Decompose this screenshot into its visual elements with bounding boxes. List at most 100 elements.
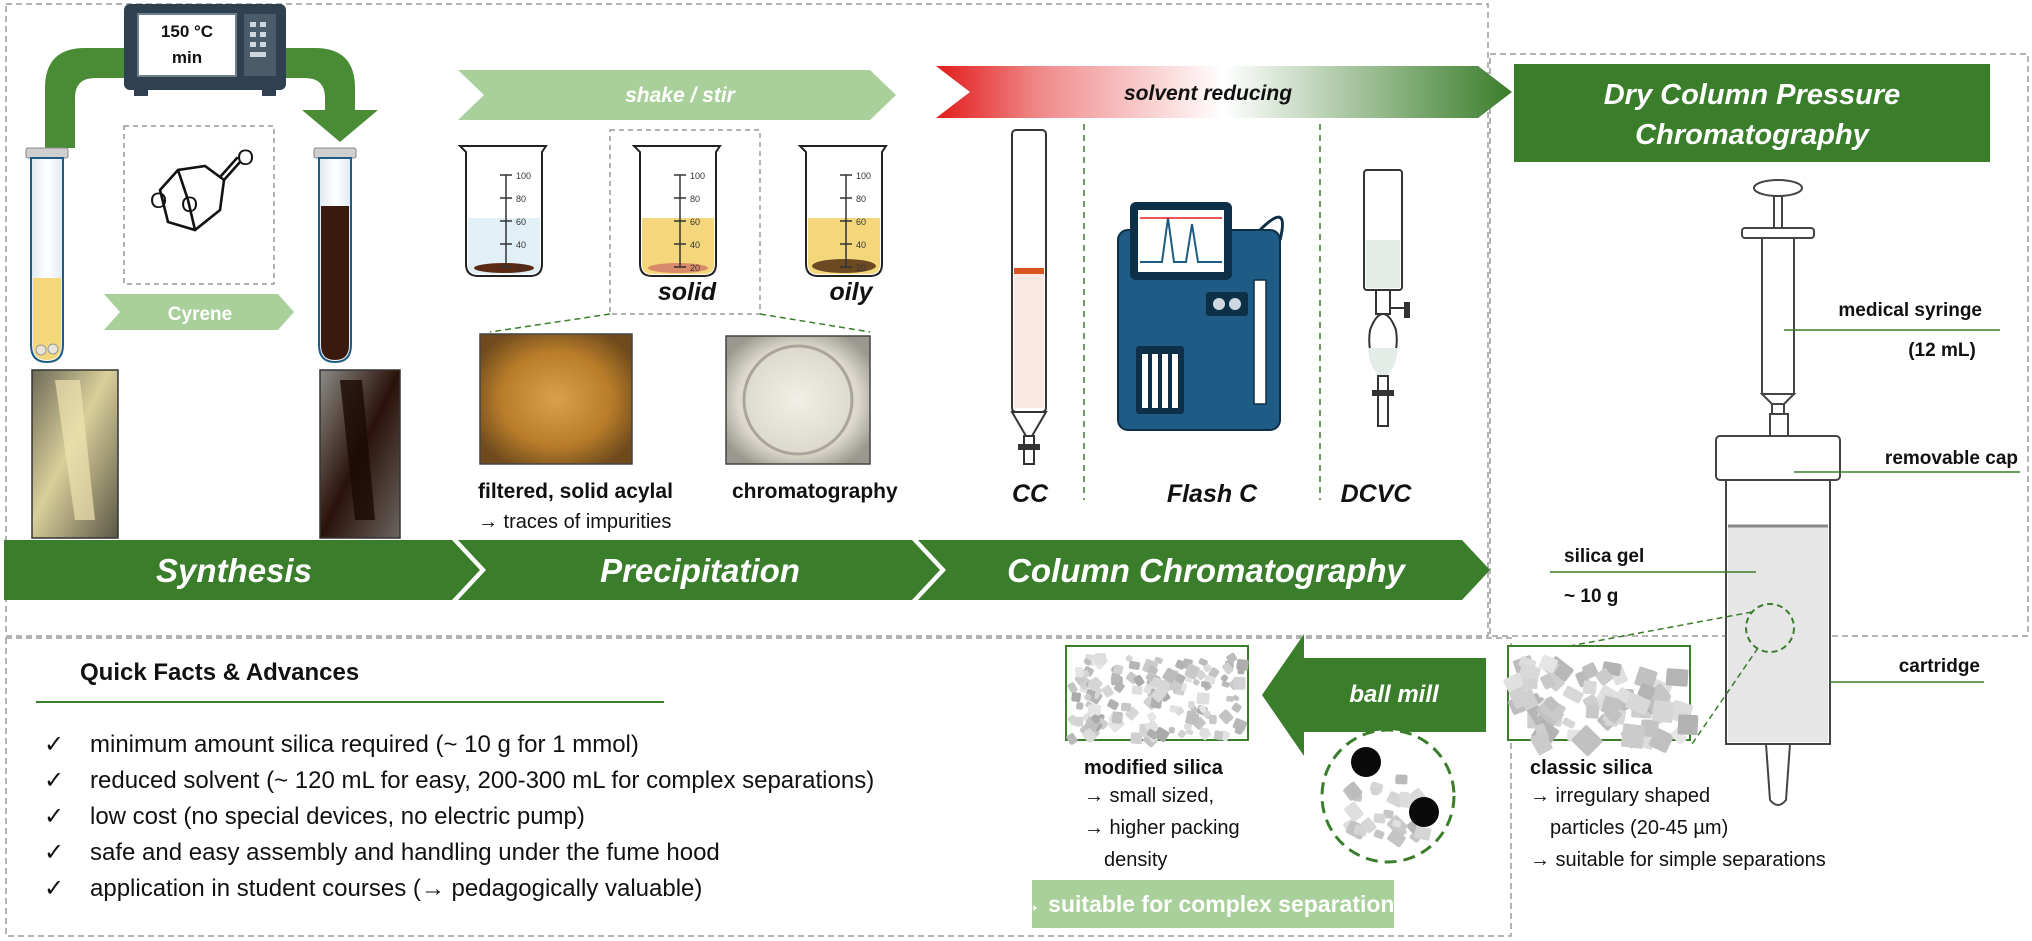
silica-particle: [1111, 711, 1124, 724]
chromatography-label: chromatography: [732, 480, 898, 503]
silica-amount: ~ 10 g: [1564, 586, 1618, 607]
silica-particle: [1232, 694, 1240, 702]
silica-particle: [1201, 681, 1210, 688]
silica-particle: [1562, 717, 1576, 729]
silica-particle: [1188, 701, 1195, 709]
syringe-volume: (12 mL): [1908, 340, 1976, 361]
classic-line-1: → irregulary shaped: [1530, 785, 1710, 807]
cyrene-structure: [158, 156, 242, 232]
silica-particle: [1174, 673, 1186, 684]
photo-dish-rim: [742, 344, 854, 456]
silica-particle: [1184, 723, 1192, 730]
beaker-tick-label: 40: [856, 240, 866, 250]
shake-stir-arrow: [458, 70, 896, 120]
silica-particle: [1625, 692, 1651, 715]
silica-particle: [1177, 729, 1186, 739]
cap-label: removable cap: [1885, 448, 2018, 469]
beaker-tick-label: 60: [690, 217, 700, 227]
cyrene-label: Cyrene: [168, 304, 232, 325]
carbonyl-oxygen: O: [237, 145, 254, 170]
modified-line-3: density: [1104, 849, 1167, 871]
solid-highlight-box: [609, 129, 761, 315]
ring-oxygen-2: O: [181, 192, 198, 217]
silica-particle: [1151, 686, 1167, 703]
oily-label: oily: [829, 278, 873, 306]
fact-item: minimum amount silica required (~ 10 g f…: [90, 731, 639, 758]
silica-particle: [1360, 817, 1377, 834]
flash-system-icon: [1117, 202, 1284, 431]
beaker-tick-label: 80: [690, 194, 700, 204]
silica-particle: [1195, 669, 1206, 681]
complex-separations-box: [1032, 880, 1394, 928]
silica-particle: [1677, 714, 1699, 736]
silica-particle: [1670, 727, 1687, 745]
fact-item: low cost (no special devices, no electri…: [90, 803, 585, 830]
silica-label: silica gel: [1564, 546, 1644, 567]
syringe-label: medical syringe: [1838, 300, 1982, 321]
fact-check-icon: ✓: [44, 730, 64, 758]
beaker-tick-label: 20: [856, 263, 866, 273]
silica-particle: [1075, 669, 1084, 678]
silica-particle: [1234, 725, 1244, 735]
silica-particle: [1101, 685, 1114, 698]
silica-particle: [1540, 673, 1555, 690]
cc-label: CC: [1012, 480, 1049, 508]
cartridge-icon: [1715, 413, 1841, 806]
test-tube-dark: [313, 147, 357, 364]
silica-particle: [1601, 695, 1621, 716]
silica-particle: [1074, 716, 1084, 727]
fact-check-icon: ✓: [44, 766, 64, 794]
modified-line-2: → higher packing: [1084, 817, 1240, 839]
silica-particle: [1562, 685, 1584, 704]
fact-item: safe and easy assembly and handling unde…: [90, 839, 720, 866]
silica-particle: [1665, 668, 1689, 687]
syringe-icon: [1741, 179, 1815, 417]
modified-line-1: → small sized,: [1084, 785, 1214, 807]
silica-particle: [1185, 728, 1194, 736]
fact-check-icon: ✓: [44, 838, 64, 866]
silica-particle: [1582, 662, 1599, 680]
silica-particle: [1530, 731, 1553, 756]
silica-particle: [1395, 774, 1408, 785]
beaker-tick-label: 80: [856, 194, 866, 204]
silica-particle: [1237, 666, 1245, 675]
filtered-title: filtered, solid acylal: [478, 480, 673, 503]
beaker-solid: [631, 145, 722, 277]
silica-particle: [1198, 658, 1208, 667]
silica-particle: [1220, 674, 1229, 682]
classic-silica-title: classic silica: [1530, 757, 1653, 779]
test-tube-yellow: [25, 147, 69, 364]
cyrene-tag: [104, 294, 294, 330]
silica-particle: [1185, 711, 1200, 726]
silica-particle: [1231, 702, 1242, 713]
beaker-tick-label: 60: [856, 217, 866, 227]
solid-label: solid: [658, 278, 717, 306]
photo-solid-acylal: [479, 333, 633, 465]
silica-particle: [1066, 732, 1078, 745]
silica-particle: [1226, 652, 1237, 664]
microwave-icon: [124, 4, 286, 96]
silica-particle: [1153, 726, 1170, 743]
silica-particle: [1213, 730, 1224, 741]
shake-stir-label: shake / stir: [625, 84, 737, 107]
dcvc-icon: [1363, 169, 1410, 427]
silica-particle: [1198, 704, 1207, 713]
silica-particle: [1226, 695, 1235, 702]
silica-particle: [1094, 653, 1106, 665]
modified-silica-title: modified silica: [1084, 757, 1224, 779]
filtered-sub: → traces of impurities: [478, 511, 671, 533]
arrow-from-microwave: [280, 48, 378, 142]
solvent-reducing-arrow: [936, 66, 1512, 118]
zoom-circle: [1745, 603, 1795, 653]
banner-column-label: Column Chromatography: [1007, 552, 1406, 589]
silica-particle: [1145, 720, 1159, 734]
classic-silica-particles: [1503, 654, 1699, 757]
silica-particle: [1146, 728, 1159, 740]
beaker-tick-label: 20: [516, 263, 526, 273]
silica-particle: [1538, 654, 1558, 673]
silica-particle: [1585, 704, 1600, 719]
beaker-tick-label: 40: [690, 240, 700, 250]
cartridge-label: cartridge: [1899, 656, 1980, 677]
